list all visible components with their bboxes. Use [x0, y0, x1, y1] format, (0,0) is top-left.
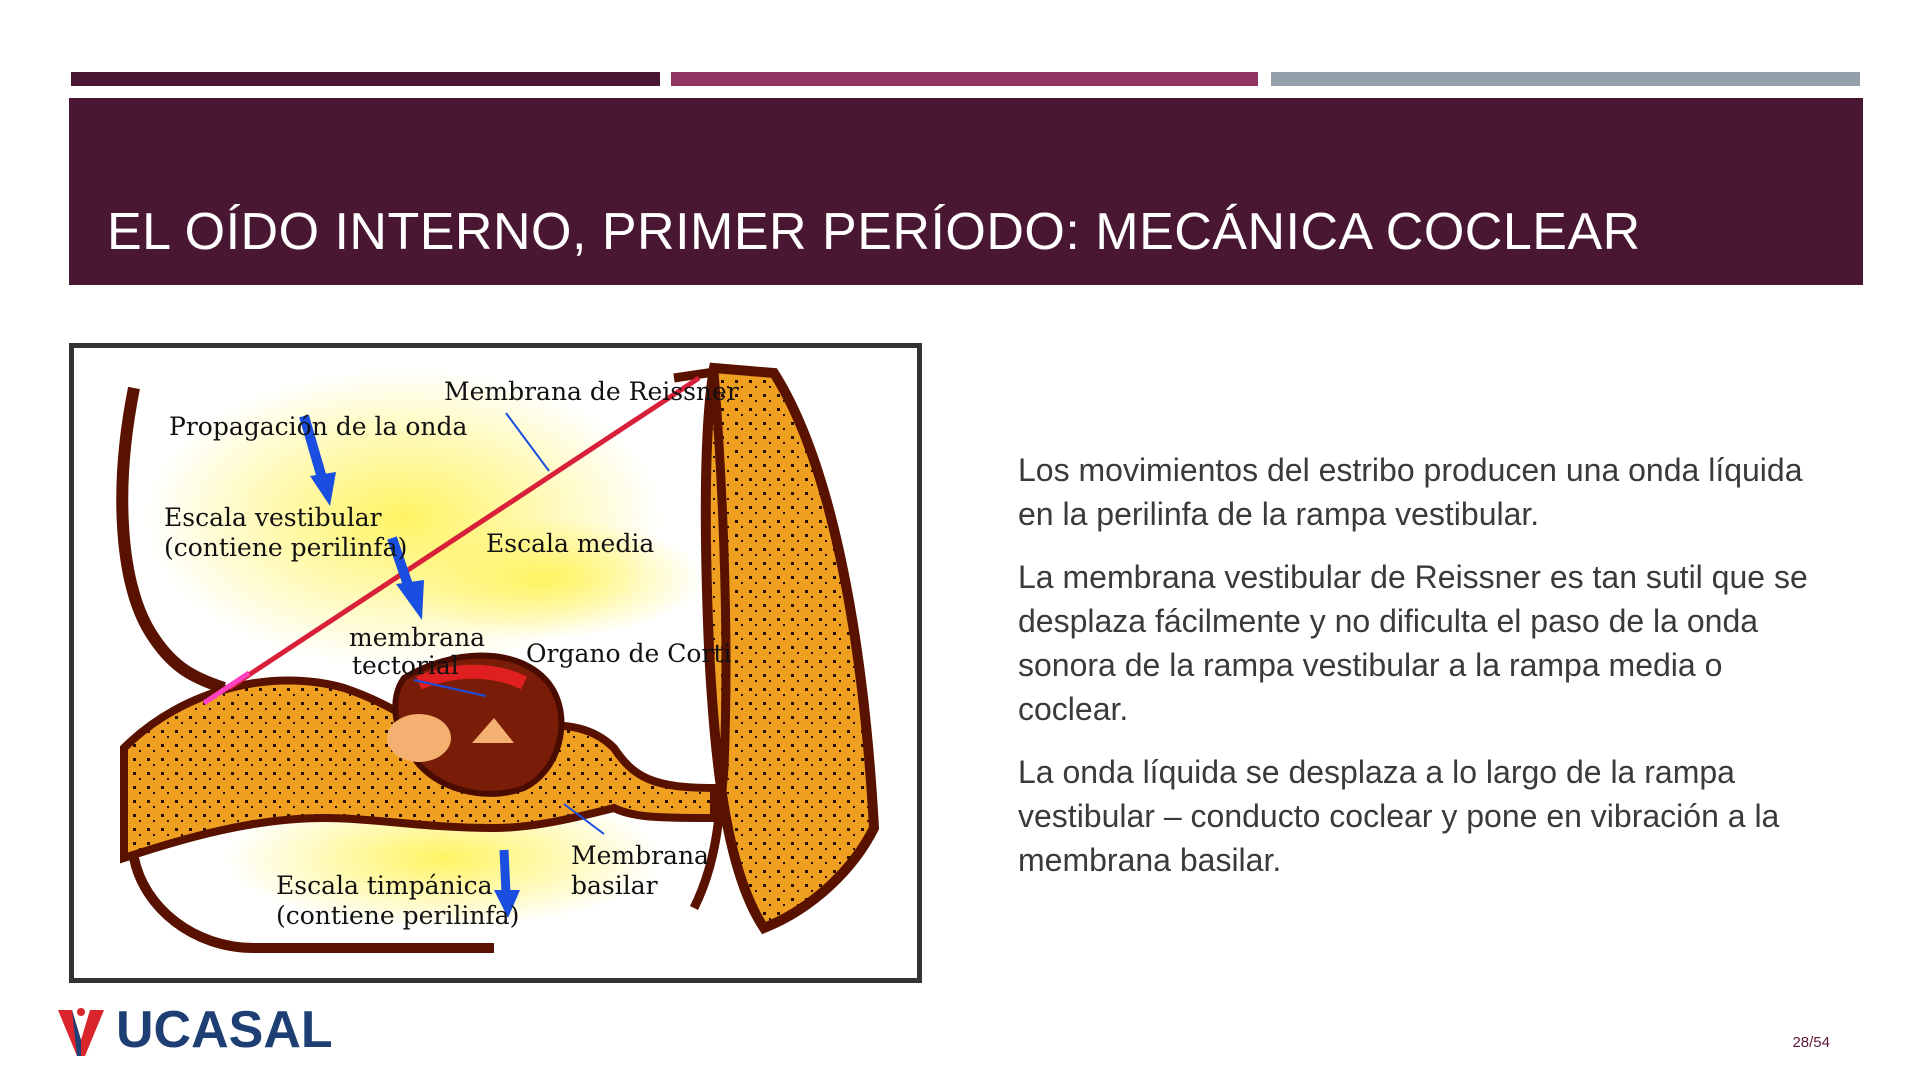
- arrow-propagation: [299, 414, 336, 506]
- accent-bar-gray: [1271, 72, 1860, 86]
- label-escala-vestibular-1: Escala vestibular: [164, 503, 382, 532]
- label-escala-vestibular-2: (contiene perilinfa): [164, 533, 407, 562]
- accent-bar-dark: [71, 72, 660, 86]
- cochlea-diagram: Membrana de Reissner Propagación de la o…: [116, 362, 880, 953]
- tunnel-of-corti: [387, 714, 451, 762]
- cochlea-figure: Membrana de Reissner Propagación de la o…: [69, 343, 922, 983]
- tectorial-membrane: [416, 664, 528, 690]
- page-number: 28/54: [1792, 1034, 1830, 1051]
- cochlea-inner-wall: [673, 366, 731, 911]
- arrow-scala-media: [387, 536, 424, 620]
- pointer-reissner: [505, 412, 550, 472]
- pointer-basilar: [563, 803, 605, 835]
- reissner-membrane-tip: [202, 670, 251, 706]
- label-reissner: Membrana de Reissner: [444, 377, 739, 406]
- label-membrana-basilar-2: basilar: [571, 871, 658, 900]
- title-band: EL OÍDO INTERNO, PRIMER PERÍODO: MECÁNIC…: [69, 98, 1863, 285]
- label-escala-timpanica-2: (contiene perilinfa): [276, 901, 519, 930]
- body-paragraph-2: La membrana vestibular de Reissner es ta…: [1018, 559, 1808, 727]
- slide-body: Los movimientos del estribo producen una…: [1018, 448, 1838, 901]
- slide-title: EL OÍDO INTERNO, PRIMER PERÍODO: MECÁNIC…: [107, 203, 1641, 261]
- cochlea-lower-wall: [129, 856, 494, 953]
- label-escala-timpanica-1: Escala timpánica: [276, 871, 493, 900]
- label-organo-corti: Organo de Corti: [526, 639, 731, 668]
- ucasal-shield-icon: [58, 1008, 104, 1056]
- label-membrana-tectorial-2: tectorial: [352, 651, 459, 680]
- scala-media-fluid: [384, 518, 704, 638]
- body-paragraph-3: La onda líquida se desplaza a lo largo d…: [1018, 754, 1780, 878]
- accent-bar-magenta: [671, 72, 1258, 86]
- label-propagacion: Propagación de la onda: [169, 412, 467, 441]
- cochlea-right-bony-wall: [700, 362, 880, 935]
- ucasal-logo-text: UCASAL: [116, 1001, 333, 1059]
- arrow-scala-tympani: [494, 849, 520, 918]
- ucasal-logo: UCASAL: [58, 1000, 348, 1060]
- body-paragraph-1: Los movimientos del estribo producen una…: [1018, 452, 1803, 532]
- label-membrana-tectorial-1: membrana: [349, 623, 485, 652]
- reissner-membrane-line: [227, 375, 701, 691]
- pointer-tectorial: [413, 679, 487, 697]
- label-escala-media: Escala media: [486, 529, 654, 558]
- cochlear-partition: [120, 676, 718, 864]
- inner-tunnel: [472, 718, 514, 743]
- cochlea-left-wall: [116, 386, 226, 694]
- label-membrana-basilar-1: Membrana: [571, 841, 709, 870]
